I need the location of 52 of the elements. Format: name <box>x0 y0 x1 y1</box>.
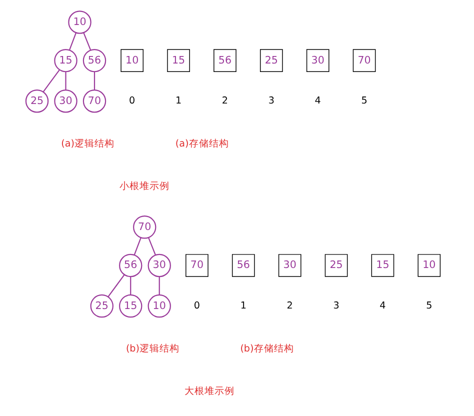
node-circle: 30 <box>147 254 170 278</box>
connector <box>42 69 60 92</box>
node-box: 70 <box>352 49 376 72</box>
node-box: 30 <box>306 49 329 72</box>
label: 小根堆示例 <box>119 181 170 192</box>
label: (b)存储结构 <box>240 343 294 354</box>
node-circle: 30 <box>54 90 77 113</box>
node-box: 10 <box>417 254 440 277</box>
node-circle: 10 <box>147 294 170 318</box>
node-circle: 10 <box>68 10 91 34</box>
connector <box>158 276 160 295</box>
node-circle: 25 <box>90 294 113 318</box>
label: 大根堆示例 <box>184 386 234 398</box>
node-box: 10 <box>120 49 144 72</box>
node-circle: 70 <box>132 216 156 239</box>
label: 3 <box>332 300 339 312</box>
node-box: 30 <box>278 254 301 277</box>
node-circle: 15 <box>118 294 142 318</box>
node-box: 25 <box>324 254 348 277</box>
label: 5 <box>426 300 432 312</box>
connector <box>147 237 156 256</box>
node-circle: 15 <box>54 48 77 72</box>
label: 1 <box>240 300 246 312</box>
label: 0 <box>128 96 135 107</box>
label: 4 <box>379 300 386 312</box>
label: 0 <box>193 300 200 312</box>
connector <box>93 72 95 90</box>
label: 5 <box>360 96 367 107</box>
node-box: 25 <box>259 49 282 72</box>
node-circle: 56 <box>118 254 142 278</box>
connector <box>82 32 91 50</box>
label: (a)逻辑结构 <box>60 138 114 150</box>
label: 3 <box>268 96 274 107</box>
node-circle: 56 <box>82 48 106 72</box>
label: 1 <box>174 96 182 107</box>
connector <box>68 32 76 50</box>
node-box: 56 <box>213 49 236 72</box>
node-circle: 70 <box>82 90 106 113</box>
node-box: 15 <box>166 49 190 72</box>
node-box: 70 <box>185 254 208 277</box>
node-box: 15 <box>370 254 394 277</box>
connector <box>64 72 66 90</box>
label: 2 <box>221 96 228 107</box>
connector <box>133 238 141 256</box>
label: 2 <box>286 300 292 312</box>
label: 4 <box>314 96 320 107</box>
connector <box>107 274 124 298</box>
node-box: 56 <box>231 254 254 277</box>
node-circle: 25 <box>24 90 48 113</box>
label: (a)存储结构 <box>174 138 228 150</box>
label: (b)逻辑结构 <box>125 343 180 354</box>
connector <box>130 276 131 295</box>
